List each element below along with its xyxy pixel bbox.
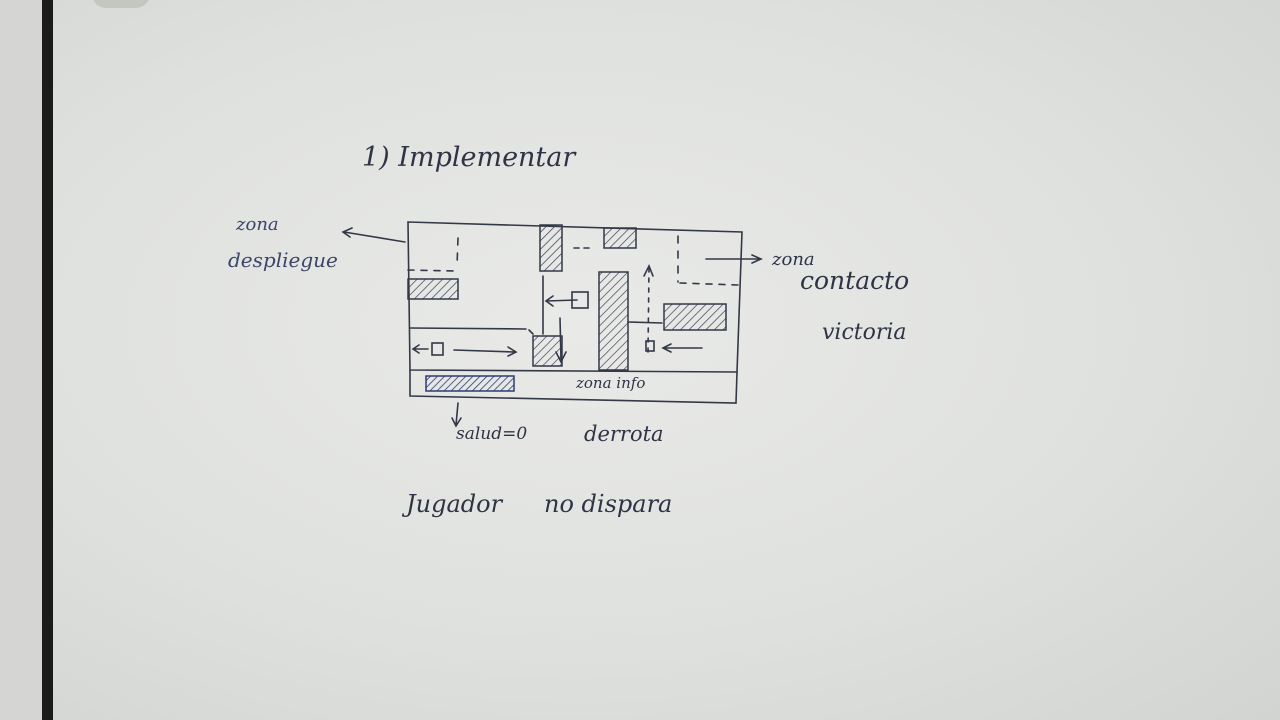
corner-sticker [92,0,150,8]
deploy-zone-boundary [407,269,455,272]
page-title: 1) Implementar [362,142,576,173]
obstacle [407,278,459,300]
deploy-pointer-arrow [341,227,406,243]
obstacle [603,227,637,249]
info-zone-border [409,369,738,404]
player-note-2: no dispara [544,490,673,518]
victory-label: victoria [822,320,907,345]
health-condition-label: salud=0 [456,424,528,444]
player-note: Jugador [406,490,503,518]
contact-pointer-arrow [705,254,763,264]
whiteboard-frame-edge [42,0,53,720]
defeat-label: derrota [584,422,664,446]
enemy-square [571,291,589,309]
player-square [431,342,444,356]
wall-strip [0,0,42,720]
contact-zone-label-2: contacto [800,266,910,295]
obstacle [598,271,629,371]
info-zone-label: zona info [576,374,646,392]
health-bar [425,375,515,392]
salud-pointer-arrow [451,402,462,428]
deploy-zone-label: zona [236,214,279,235]
contact-zone-label: zona [772,249,815,270]
obstacle [539,224,563,272]
enemy-square-right [645,340,655,352]
obstacle [532,335,563,367]
deploy-zone-label-2: despliegue [228,248,338,272]
obstacle [663,303,727,331]
